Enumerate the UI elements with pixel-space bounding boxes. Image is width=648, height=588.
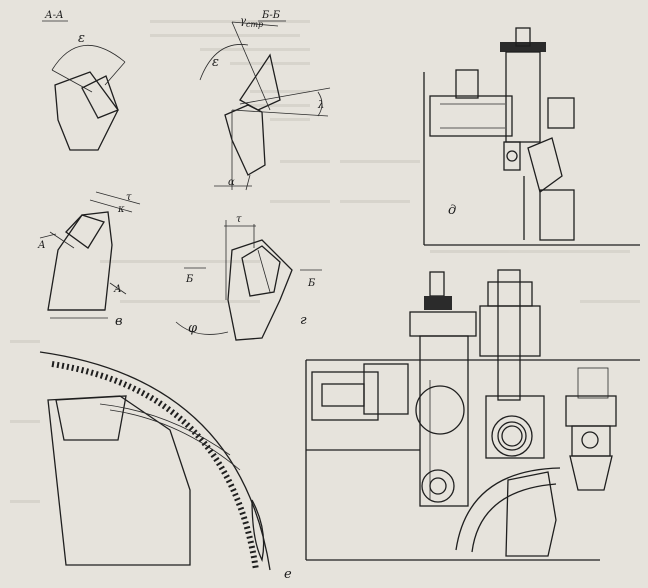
- figure-section-aa: А-А ε: [42, 10, 126, 151]
- label-kappa: κ: [117, 204, 125, 215]
- figure-v: А А κ τ в: [37, 191, 141, 329]
- label-a-upper: А: [37, 240, 46, 251]
- label-fig-v: в: [115, 314, 123, 329]
- figure-g: τ Б Б φ г: [175, 214, 322, 341]
- label-gamma-str: γстр: [240, 16, 263, 29]
- label-epsilon-aa: ε: [78, 31, 85, 46]
- label-a-lower: А: [113, 284, 122, 295]
- figure-e: е: [39, 351, 292, 582]
- label-b-left: Б: [185, 274, 194, 285]
- background-text-bleed: [10, 20, 640, 503]
- label-tau-g: τ: [236, 214, 242, 225]
- label-b-right: Б: [307, 278, 316, 289]
- label-phi: φ: [188, 321, 198, 336]
- label-section-bb: Б-Б: [261, 10, 281, 21]
- label-alpha: α: [228, 177, 235, 188]
- label-section-aa: А-А: [44, 10, 64, 21]
- label-lambda: λ: [317, 100, 324, 111]
- label-fig-e: е: [284, 567, 292, 582]
- figure-assembly: [305, 269, 640, 561]
- label-fig-d: д: [448, 203, 456, 218]
- label-fig-g: г: [300, 313, 307, 328]
- figure-section-bb: Б-Б γстр ε λ α: [199, 10, 331, 191]
- label-tau-v: τ: [126, 192, 132, 203]
- figure-d: д: [423, 27, 640, 246]
- label-epsilon-bb: ε: [212, 55, 219, 70]
